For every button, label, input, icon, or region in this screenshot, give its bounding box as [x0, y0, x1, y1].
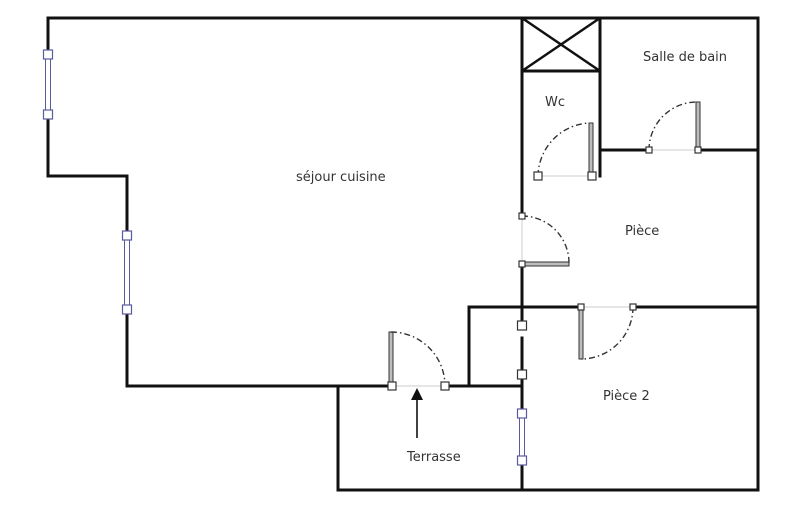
door-wc: [533, 122, 597, 181]
window-terrasse-piece2: [516, 408, 528, 466]
door-piece2: [577, 303, 637, 360]
room-label-piece: Pièce: [625, 224, 660, 239]
walls: [46, 16, 760, 492]
arrow-up-icon: [411, 388, 423, 438]
window-left-upper: [42, 49, 54, 120]
window-left-lower: [121, 230, 133, 315]
door-piece: [518, 212, 570, 268]
door-terrasse: [387, 331, 450, 391]
door-salle-de-bain: [645, 101, 702, 154]
room-label-salle-de-bain: Salle de bain: [643, 50, 728, 65]
room-label-terrasse: Terrasse: [407, 450, 461, 465]
opening-marks: [516, 320, 528, 380]
room-label-piece-2: Pièce 2: [603, 389, 650, 404]
room-label-sejour-cuisine: séjour cuisine: [296, 170, 386, 185]
room-label-wc: Wc: [545, 95, 566, 110]
